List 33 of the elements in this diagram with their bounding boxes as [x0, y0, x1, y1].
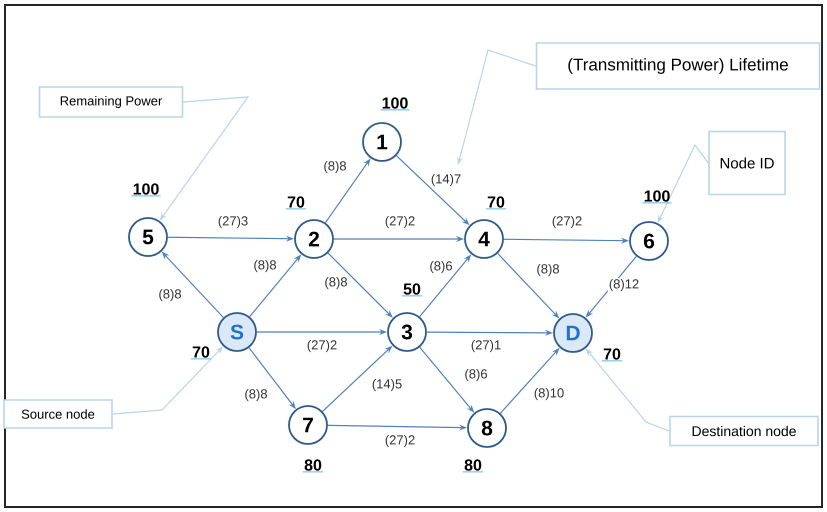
power-value: 100	[642, 190, 672, 204]
power-value: 70	[601, 348, 623, 362]
edge-label: (8)8	[535, 262, 561, 278]
power-value: 50	[401, 283, 423, 296]
power-value: 80	[462, 459, 484, 472]
edge-label: (27)2	[550, 214, 584, 230]
callout-box: Remaining Power	[38, 86, 184, 118]
edge-label: (27)2	[384, 434, 416, 448]
edge-label: (27)3	[216, 214, 250, 230]
edge-label: (8)8	[252, 258, 278, 274]
edge-label: (8)6	[428, 260, 454, 274]
edge-label: (8)10	[532, 386, 566, 402]
callout-box: Source node	[3, 399, 113, 429]
power-value: 70	[285, 196, 307, 210]
callout-box: Destination node	[669, 416, 819, 446]
power-value: 100	[380, 97, 410, 110]
edge-label: (8)8	[322, 160, 348, 174]
edge-label: (8)8	[323, 276, 349, 290]
edge-label: (14)5	[370, 378, 404, 392]
edge-label: (8)8	[243, 388, 269, 402]
edge-label: (8)12	[608, 278, 640, 292]
callout-box: Node ID	[708, 130, 786, 196]
edge-label: (8)6	[463, 368, 489, 382]
edge-label: (27)2	[384, 214, 416, 230]
power-value: 80	[302, 459, 324, 472]
edge-label: (14)7	[430, 172, 462, 188]
power-value: 70	[485, 196, 507, 210]
edge-label: (27)2	[306, 338, 338, 354]
power-value: 100	[130, 183, 162, 196]
power-value: 70	[190, 346, 212, 360]
callout-box: (Transmitting Power) Lifetime	[536, 42, 820, 90]
edge-label: (8)8	[157, 288, 183, 302]
edge-label: (27)1	[470, 338, 502, 354]
